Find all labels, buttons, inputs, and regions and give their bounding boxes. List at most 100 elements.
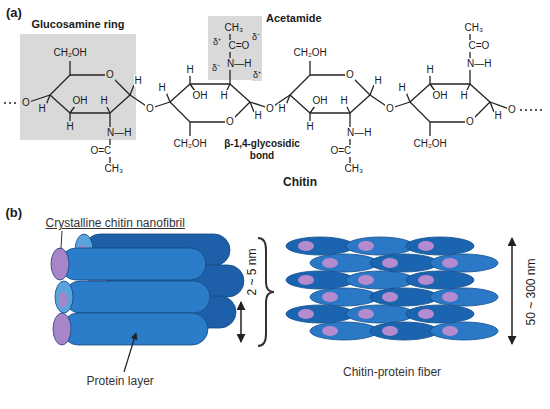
fibril-end: [51, 248, 69, 280]
chemical-bond: [430, 121, 470, 122]
chemical-bond: [190, 83, 230, 84]
partial-charge: δ⁺: [212, 37, 222, 48]
atom-label: CH₂OH: [53, 47, 88, 59]
atom-label: CH₂OH: [293, 47, 328, 59]
part-label: Chitin-protein fiber: [342, 365, 442, 379]
chemical-bond: [470, 84, 490, 102]
chemical-bond: [50, 75, 70, 95]
chemical-bond: [69, 61, 70, 75]
chemical-bond: [190, 121, 230, 122]
atom-label: N—H: [466, 58, 492, 70]
chemical-bond: [429, 122, 430, 136]
atom-label: H: [186, 64, 195, 76]
atom-label: H: [158, 82, 167, 94]
highlight-box: [20, 34, 136, 140]
chitin-core: [382, 258, 398, 268]
chitin-core: [382, 326, 398, 336]
atom-label: H: [38, 103, 47, 115]
chemical-bond: [309, 61, 310, 75]
atom-label: H: [306, 121, 315, 133]
chitin-core: [442, 292, 458, 302]
part-label: Protein layer: [86, 374, 155, 388]
chitin-protein-fiber: [286, 237, 498, 340]
chitin-core: [358, 309, 374, 319]
ring-oxygen: O: [465, 116, 475, 128]
bond-label: β-1,4-glycosidic bond: [220, 138, 304, 162]
fibril-segment: [430, 254, 498, 272]
bond-group: [4, 34, 545, 163]
atom-label: CH₃: [224, 22, 245, 34]
chemical-bond: [110, 95, 130, 113]
partial-charge: δ⁻: [211, 63, 221, 74]
chemical-bond: [70, 106, 75, 113]
chemical-bond: [429, 76, 430, 84]
atom-label: C=O: [468, 40, 491, 52]
chitin-core: [418, 241, 434, 251]
chitin-core: [298, 275, 314, 285]
panel-label: (b): [5, 205, 24, 220]
fibril-segment: [346, 305, 414, 323]
atom-label: CH₃: [344, 163, 365, 175]
dimension-arrow: [240, 302, 242, 342]
atom-label: OH: [72, 95, 89, 107]
atom-label: H: [278, 103, 287, 115]
atom-label: H: [426, 64, 435, 76]
leader-arrow: [124, 333, 136, 372]
chemical-bond: [350, 95, 370, 113]
atom-label: N—H: [226, 58, 252, 70]
fibril-segment: [310, 322, 378, 340]
leader-line: [61, 231, 62, 249]
fibril-segment: [286, 305, 354, 323]
chemical-bond: [170, 84, 190, 102]
chemical-bond: [189, 122, 190, 136]
fibril-segment: [310, 288, 378, 306]
ring-oxygen: O: [345, 69, 355, 81]
chitin-core: [322, 292, 338, 302]
fibril-segment: [286, 237, 354, 255]
fibril-segment: [406, 305, 474, 323]
chitin-core: [358, 241, 374, 251]
glycosidic-oxygen: O: [385, 103, 395, 115]
ring-oxygen: O: [225, 116, 235, 128]
atom-label: H: [66, 121, 75, 133]
atom-label: H: [398, 82, 407, 94]
atom-label: H: [134, 75, 143, 87]
atom-label: H: [460, 90, 469, 102]
fibril-segment: [406, 271, 474, 289]
highlight-box: [208, 16, 262, 80]
chemical-bond: [309, 113, 310, 121]
chain-continuation: [520, 109, 545, 110]
atom-label: OH: [432, 90, 449, 102]
atom-label: H: [374, 75, 383, 87]
atom-label: O=C: [330, 145, 353, 157]
partial-charge: δ⁻: [251, 32, 261, 43]
fibril-segment: [346, 237, 414, 255]
molecule-name: Chitin: [282, 175, 318, 189]
chemical-bond: [410, 84, 430, 102]
fibril-segment: [406, 237, 474, 255]
atom-label: H: [340, 95, 349, 107]
fibril-segment: [370, 254, 438, 272]
chemical-bond: [70, 74, 110, 75]
glycosidic-oxygen: O: [145, 103, 155, 115]
atom-label: OH: [192, 90, 209, 102]
chemical-bond: [69, 113, 70, 121]
fibril-body: [62, 313, 208, 345]
atom-label: OH: [312, 95, 329, 107]
chitin-core: [59, 292, 67, 308]
chemical-bond: [230, 84, 250, 102]
fibril-segment: [430, 288, 498, 306]
chitin-core: [442, 258, 458, 268]
chain-continuation: [4, 102, 18, 103]
part-label: Crystalline chitin nanofibril: [45, 216, 186, 230]
atom-label: CH₂OH: [413, 138, 448, 150]
atom-label: CH₃: [104, 163, 125, 175]
chemical-bond: [189, 76, 190, 84]
atom-label: CH₃: [464, 22, 485, 34]
atom-label: N—H: [106, 127, 132, 139]
fibril-end: [53, 313, 71, 345]
panel-label: (a): [5, 5, 23, 20]
chemical-bond: [70, 112, 110, 113]
glycosidic-oxygen: O: [21, 97, 31, 109]
